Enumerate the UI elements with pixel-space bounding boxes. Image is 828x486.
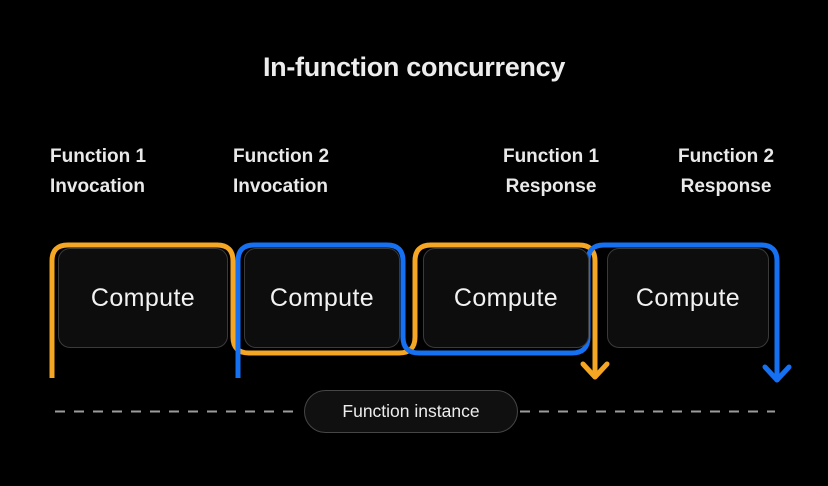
function2-arrow-head: [762, 364, 792, 383]
compute-box-3: Compute: [423, 248, 589, 348]
page-title: In-function concurrency: [262, 52, 566, 82]
compute-box-2: Compute: [244, 248, 400, 348]
compute-box-label: Compute: [635, 283, 741, 312]
function-instance-label: Function instance: [342, 401, 480, 421]
label-line-2: Invocation: [50, 176, 146, 197]
label-line-1: Function 1: [50, 146, 147, 167]
label-line-1: Function 2: [233, 146, 330, 167]
label-line-1: Function 2: [677, 146, 775, 167]
label-line-2: Response: [680, 176, 772, 197]
label-function2-invocation: Function 2 Invocation: [233, 142, 329, 202]
compute-box-1: Compute: [58, 248, 228, 348]
label-line-2: Invocation: [233, 176, 329, 197]
label-line-2: Response: [505, 176, 597, 197]
label-function1-invocation: Function 1 Invocation: [50, 142, 146, 202]
compute-box-4: Compute: [607, 248, 769, 348]
compute-box-label: Compute: [453, 283, 559, 312]
function2-flow-path: [235, 242, 780, 378]
function-instance-badge: Function instance: [304, 390, 518, 433]
compute-box-label: Compute: [269, 283, 375, 312]
label-function2-response: Function 2 Response: [670, 142, 782, 202]
function1-flow-path: [49, 242, 598, 378]
label-function1-response: Function 1 Response: [495, 142, 607, 202]
label-line-1: Function 1: [502, 146, 600, 167]
function1-arrow-head: [580, 361, 610, 380]
compute-box-label: Compute: [90, 283, 196, 312]
